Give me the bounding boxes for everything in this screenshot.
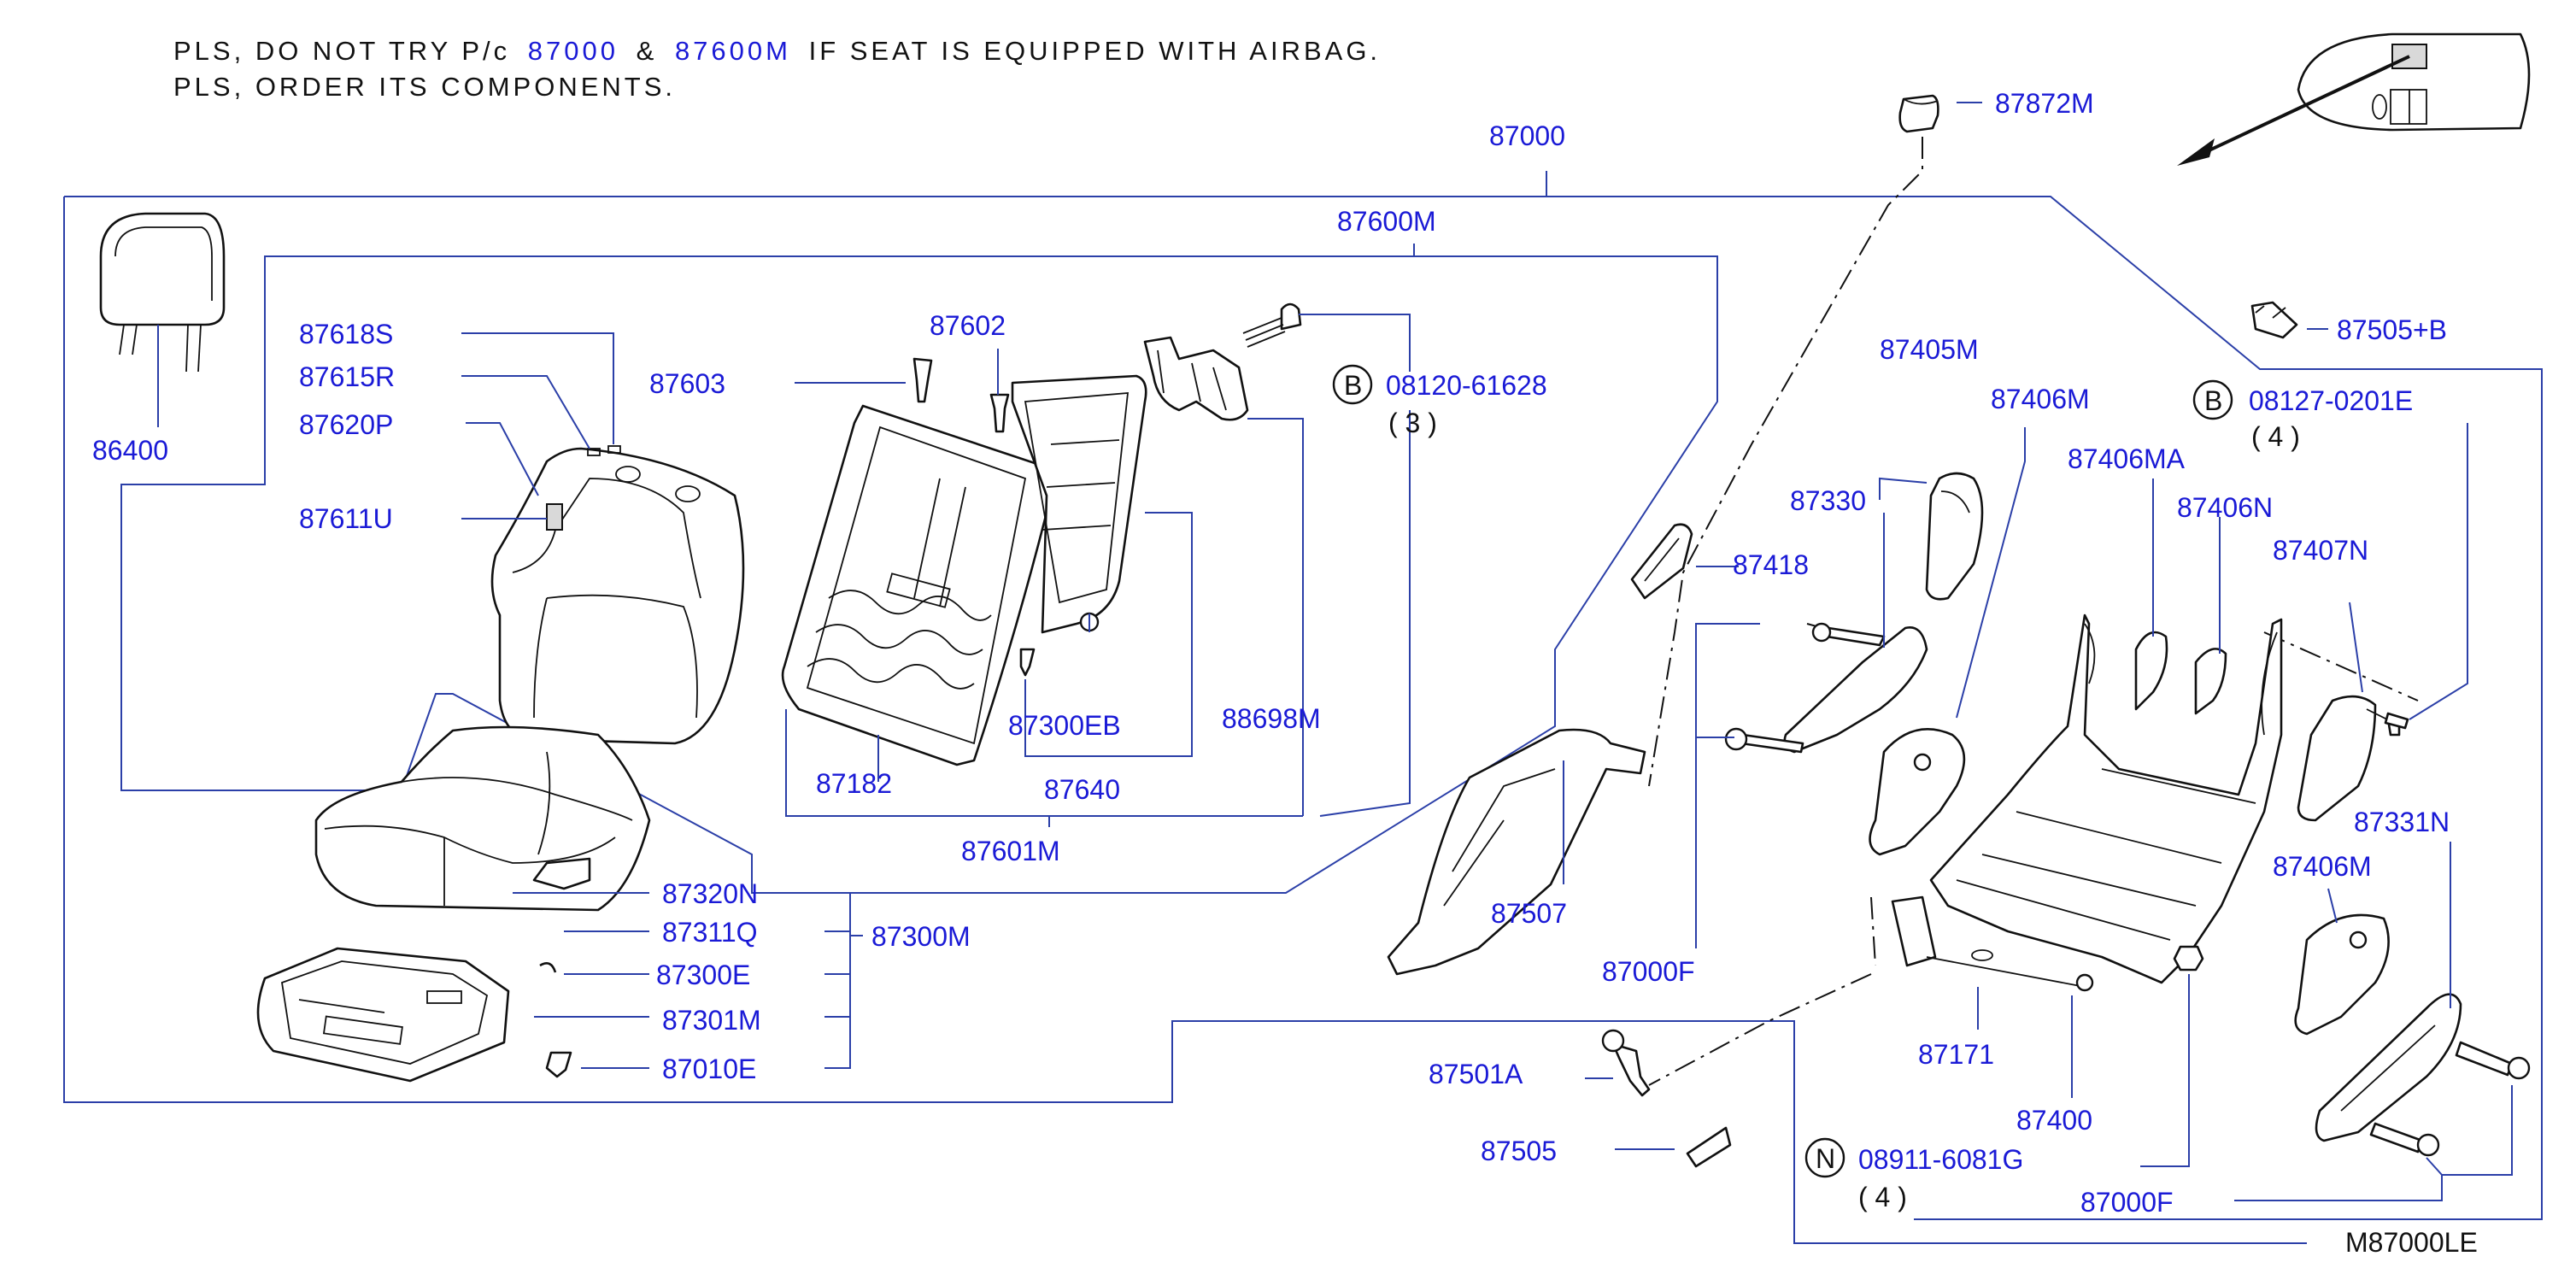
callout-87171[interactable]: 87171 bbox=[1918, 1039, 1994, 1070]
callout-87618S[interactable]: 87618S bbox=[299, 319, 393, 349]
plate-87406M[interactable] bbox=[1869, 728, 1966, 856]
callout-87010E[interactable]: 87010E bbox=[662, 1054, 756, 1084]
callout-87640[interactable]: 87640 bbox=[1044, 774, 1120, 805]
recliner-87331N[interactable] bbox=[2315, 993, 2531, 1157]
seat-cushion[interactable] bbox=[314, 725, 651, 912]
callout-87406MA[interactable]: 87406MA bbox=[2068, 443, 2186, 474]
callout-87407N[interactable]: 87407N bbox=[2273, 535, 2368, 566]
callout-87000F-mid[interactable]: 87000F bbox=[1602, 956, 1695, 987]
qty-08120: ( 3 ) bbox=[1388, 408, 1437, 438]
callout-87300M[interactable]: 87300M bbox=[871, 921, 971, 952]
callout-87872M[interactable]: 87872M bbox=[1995, 88, 2094, 119]
callout-87615R[interactable]: 87615R bbox=[299, 361, 395, 392]
svg-text:B: B bbox=[1344, 370, 1362, 401]
note-part-87000[interactable]: 87000 bbox=[528, 36, 619, 66]
clip-87505B[interactable] bbox=[2250, 301, 2298, 339]
callout-87331N[interactable]: 87331N bbox=[2354, 807, 2450, 837]
callout-88698M[interactable]: 88698M bbox=[1222, 703, 1321, 734]
callout-86400[interactable]: 86400 bbox=[92, 435, 168, 466]
callout-87501A[interactable]: 87501A bbox=[1429, 1059, 1523, 1089]
callout-87400[interactable]: 87400 bbox=[2016, 1105, 2092, 1136]
callout-87311Q[interactable]: 87311Q bbox=[662, 917, 758, 948]
seatback-cushion[interactable] bbox=[490, 445, 745, 745]
callout-87507[interactable]: 87507 bbox=[1491, 898, 1567, 929]
nut-symbol-N-08911: N bbox=[1804, 1137, 1845, 1178]
callout-87182[interactable]: 87182 bbox=[816, 768, 892, 799]
drawing-code: M87000LE bbox=[2345, 1227, 2478, 1258]
svg-text:B: B bbox=[2204, 385, 2222, 416]
qty-08127: ( 4 ) bbox=[2251, 421, 2300, 452]
note-part-87600M[interactable]: 87600M bbox=[675, 36, 791, 66]
airbag-note: PLS, DO NOT TRY P/c 87000 & 87600M IF SE… bbox=[173, 36, 1381, 102]
callout-87600M[interactable]: 87600M bbox=[1337, 206, 1436, 237]
callout-87301M[interactable]: 87301M bbox=[662, 1005, 761, 1036]
callout-87405M[interactable]: 87405M bbox=[1880, 334, 1979, 365]
callout-87602[interactable]: 87602 bbox=[930, 310, 1006, 341]
qty-08911: ( 4 ) bbox=[1858, 1182, 1907, 1212]
callout-87000F-low[interactable]: 87000F bbox=[2080, 1187, 2174, 1218]
callout-87320N[interactable]: 87320N bbox=[662, 878, 758, 909]
note-text-a: PLS, DO NOT TRY P/c bbox=[173, 36, 510, 66]
svg-text:N: N bbox=[1816, 1143, 1835, 1174]
callout-08120-61628[interactable]: 08120-61628 bbox=[1386, 370, 1547, 401]
callout-87330[interactable]: 87330 bbox=[1790, 485, 1866, 516]
bracket-88698M[interactable] bbox=[1143, 336, 1249, 421]
note-ampersand: & bbox=[637, 36, 658, 66]
small-fasteners-right bbox=[1601, 712, 2409, 1168]
callout-87406M-low[interactable]: 87406M bbox=[2273, 851, 2372, 882]
fasteners-seatback bbox=[532, 302, 1302, 1078]
callout-87300E[interactable]: 87300E bbox=[656, 960, 750, 990]
svg-text:PLS, DO NOT TRY P/c 8700: PLS, DO NOT TRY P/c 87000 & 87600M IF SE… bbox=[173, 36, 1381, 66]
callout-87505B[interactable]: 87505+B bbox=[2337, 314, 2447, 345]
plate-87406M-lower[interactable] bbox=[2294, 913, 2390, 1036]
callout-87620P[interactable]: 87620P bbox=[299, 409, 393, 440]
callout-08127-0201E[interactable]: 08127-0201E bbox=[2249, 385, 2413, 416]
bolt-symbol-B-08127: B bbox=[2192, 379, 2233, 420]
assembly-frames bbox=[63, 171, 2543, 1244]
callout-87418[interactable]: 87418 bbox=[1733, 549, 1809, 580]
headrest-86400[interactable] bbox=[99, 212, 226, 427]
callout-87505[interactable]: 87505 bbox=[1481, 1136, 1557, 1166]
leader-lines bbox=[461, 102, 2513, 1201]
callout-87300EB[interactable]: 87300EB bbox=[1008, 710, 1121, 741]
vehicle-locator-icon bbox=[2177, 32, 2531, 166]
callout-87000[interactable]: 87000 bbox=[1489, 120, 1565, 151]
cover-87405M[interactable] bbox=[1925, 472, 1984, 601]
side-cover-87507[interactable] bbox=[1387, 728, 1646, 976]
callout-08911-6081G[interactable]: 08911-6081G bbox=[1858, 1144, 2023, 1175]
callout-87603[interactable]: 87603 bbox=[649, 368, 725, 399]
note-line-2: PLS, ORDER ITS COMPONENTS. bbox=[173, 72, 676, 102]
note-text-b: IF SEAT IS EQUIPPED WITH AIRBAG. bbox=[809, 36, 1381, 66]
callout-87601M[interactable]: 87601M bbox=[961, 836, 1060, 866]
cover-87407N[interactable] bbox=[2297, 695, 2401, 822]
seatback-frame-87182[interactable] bbox=[781, 404, 1053, 766]
seat-pan-87301M[interactable] bbox=[256, 947, 510, 1083]
recliner-arm-87330[interactable] bbox=[1724, 622, 1928, 754]
bolt-symbol-B-08120: B bbox=[1332, 364, 1373, 405]
callout-87406M-top[interactable]: 87406M bbox=[1991, 384, 2090, 414]
part-callouts: 87000 87600M 87872M 87505+B 87618S 87615… bbox=[92, 88, 2450, 1218]
headrest-guide-87872M[interactable] bbox=[1898, 94, 1939, 133]
callout-87611U[interactable]: 87611U bbox=[299, 503, 393, 534]
seat-frame-87400[interactable] bbox=[1891, 613, 2283, 992]
callout-87406N[interactable]: 87406N bbox=[2177, 492, 2273, 523]
assembly-centerline bbox=[1648, 137, 1923, 787]
trim-87418[interactable] bbox=[1630, 523, 1693, 600]
